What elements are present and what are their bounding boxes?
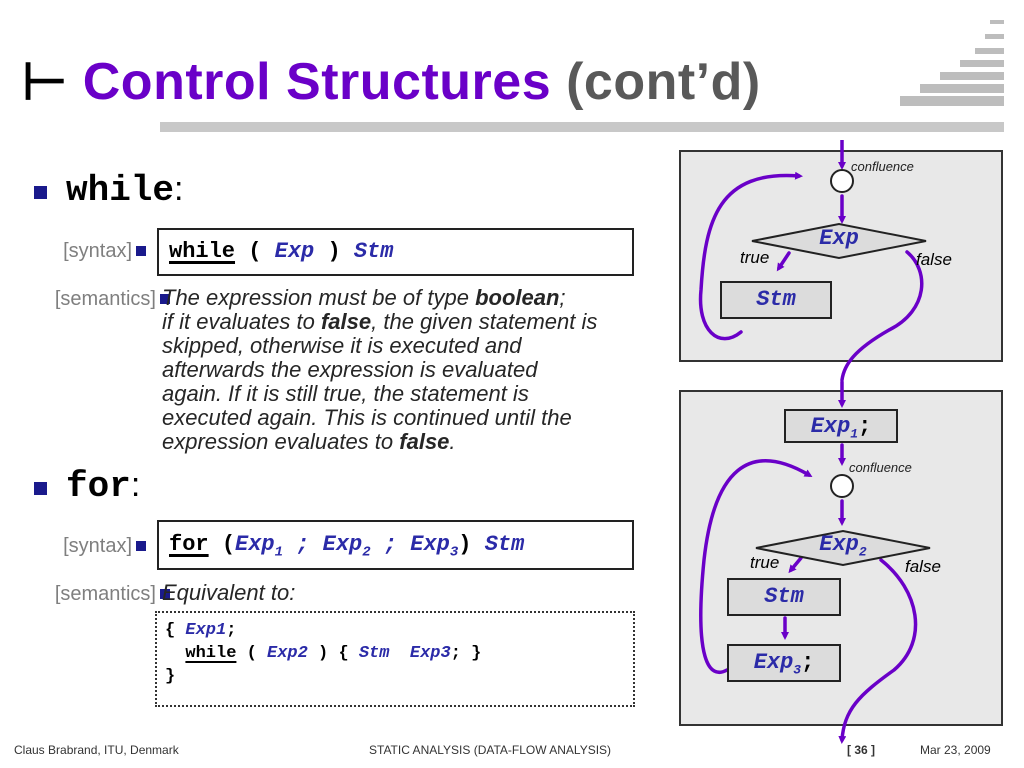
while-syntax-box: while ( Exp ) Stm xyxy=(157,228,634,276)
bullet-icon xyxy=(160,589,170,599)
while-true-label: true xyxy=(740,248,770,267)
for-exp1-box: Exp1; xyxy=(784,409,898,443)
for-confluence-label: confluence xyxy=(849,460,912,475)
footer-page-number: [ 36 ] xyxy=(847,743,876,757)
bullet-icon xyxy=(34,186,47,199)
for-heading: for: xyxy=(66,466,140,507)
for-stm-box: Stm xyxy=(727,578,841,616)
title-decoration xyxy=(160,20,1004,132)
sem-bold: false xyxy=(320,309,372,334)
semicolon: ; xyxy=(858,414,872,439)
while-keyword: while xyxy=(66,170,175,211)
title-main: Control Structures xyxy=(82,53,552,111)
exp-token: Exp xyxy=(322,532,363,557)
while-stm-box: Stm xyxy=(720,281,832,319)
subscript: 2 xyxy=(362,544,371,561)
slide-title: ⊢ Control Structures (cont’d) xyxy=(22,52,761,112)
sem-text: The expression must be of type xyxy=(162,285,476,310)
code-token: ; } xyxy=(450,644,482,663)
bullet-icon xyxy=(136,541,146,551)
exp-token: Exp xyxy=(410,532,450,557)
paren: ( xyxy=(221,532,236,557)
semicolon: ; xyxy=(296,532,310,557)
semicolon: ; xyxy=(383,532,398,557)
stm-token: Stm xyxy=(484,532,525,557)
while-syntax-tag: [syntax] xyxy=(63,240,132,262)
while-exp-label: Exp xyxy=(819,226,859,251)
subscript: 3 xyxy=(793,662,802,678)
for-exp2-diamond xyxy=(755,529,931,567)
sem-text: executed again. This is continued until … xyxy=(162,405,572,430)
for-syntax-kw: for xyxy=(169,532,209,557)
while-heading: while: xyxy=(66,170,183,211)
code-token: ; xyxy=(226,621,237,640)
exp-token: Exp xyxy=(819,532,859,557)
for-equivalent-code: { Exp1; while ( Exp2 ) { Stm Exp3; } } xyxy=(155,611,635,707)
exp-token: Exp xyxy=(274,239,315,264)
for-exp2-label: Exp2 xyxy=(754,532,932,559)
for-syntax-box: for (Exp1 ; Exp2 ; Exp3) Stm xyxy=(157,520,634,570)
for-flow-arrows xyxy=(699,380,918,744)
code-token: Exp3 xyxy=(409,644,451,663)
code-token: while xyxy=(185,644,237,663)
for-colon: : xyxy=(130,466,141,504)
bullet-icon xyxy=(160,294,170,304)
for-keyword: for xyxy=(66,466,131,507)
exp-token: Exp xyxy=(810,414,851,439)
code-token: } xyxy=(165,667,176,686)
for-true-label: true xyxy=(750,553,780,572)
bullet-icon xyxy=(34,482,47,495)
code-token: Exp2 xyxy=(267,644,308,663)
paren: ) xyxy=(327,239,341,264)
title-sub: (cont’d) xyxy=(566,53,761,111)
sem-bold: false xyxy=(399,429,450,454)
subscript: 1 xyxy=(274,544,284,561)
while-false-label: false xyxy=(916,250,952,269)
sem-text: if it evaluates to xyxy=(162,309,321,334)
for-semantics-tag: [semantics] xyxy=(54,583,156,605)
for-syntax-tag: [syntax] xyxy=(63,535,132,557)
for-semantics-text: Equivalent to: xyxy=(162,580,296,605)
turnstile-symbol: ⊢ xyxy=(22,53,68,111)
while-confluence-label: confluence xyxy=(851,159,914,174)
sem-text: , the given statement is xyxy=(371,309,598,334)
sem-text: expression evaluates to xyxy=(162,429,400,454)
exp-token: Exp xyxy=(753,650,794,675)
semicolon: ; xyxy=(801,650,815,675)
sem-text: again. If it is still true, the statemen… xyxy=(162,381,529,406)
while-exp-diamond xyxy=(751,222,927,260)
while-colon: : xyxy=(174,170,184,208)
exp-token: Exp xyxy=(235,532,275,557)
bullet-icon xyxy=(136,246,146,256)
sem-text: ; xyxy=(559,285,566,310)
code-token: Exp1 xyxy=(185,621,227,640)
sem-text: afterwards the expression is evaluated xyxy=(162,357,538,382)
subscript: 1 xyxy=(850,426,859,442)
code-token: ) { xyxy=(318,644,349,663)
subscript: 3 xyxy=(449,544,459,561)
sem-bold: boolean xyxy=(475,285,560,310)
for-exp3-box: Exp3; xyxy=(727,644,841,682)
while-flow-arrows xyxy=(698,140,924,382)
while-semantics-text: The expression must be of type boolean; … xyxy=(162,286,682,454)
footer-author: Claus Brabrand, ITU, Denmark xyxy=(14,743,179,757)
code-token: Stm xyxy=(358,644,390,663)
footer-date: Mar 23, 2009 xyxy=(920,743,991,757)
code-token: ( xyxy=(246,644,257,663)
sem-text: . xyxy=(449,429,456,454)
footer-course: STATIC ANALYSIS (DATA-FLOW ANALYSIS) xyxy=(369,743,612,757)
paren: ) xyxy=(458,532,472,557)
subscript: 2 xyxy=(858,544,867,560)
sem-text: skipped, otherwise it is executed and xyxy=(162,333,522,358)
paren: ( xyxy=(248,239,262,264)
while-syntax-kw: while xyxy=(169,239,236,264)
code-token: { xyxy=(165,621,176,640)
while-semantics-tag: [semantics] xyxy=(54,288,156,310)
for-false-label: false xyxy=(905,557,941,576)
stm-token: Stm xyxy=(353,239,394,264)
